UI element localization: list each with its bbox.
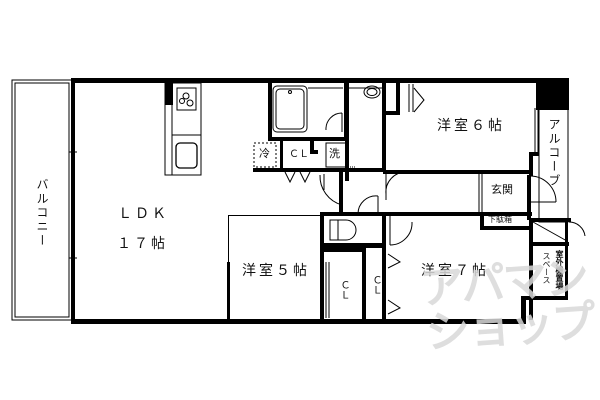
room6-walls: [529, 108, 539, 176]
interior-walls: [227, 212, 386, 321]
closet-label-3: ＣＬ: [370, 275, 381, 295]
closet-label-1: ＣＬ: [289, 149, 309, 160]
bathroom-walls: [253, 81, 400, 181]
western-room-5-label: 洋室５帖: [242, 263, 310, 279]
closet-near-kitchen: [280, 140, 318, 172]
outdoor-unit-sublabel: スペース: [542, 252, 551, 284]
corridor-walls: [320, 170, 533, 230]
bath-door: [325, 112, 343, 132]
entrance-area: [478, 172, 557, 215]
refrigerator-space: [253, 142, 277, 168]
wash-basin: [349, 85, 382, 99]
outdoor-unit-label: 室外機置場: [555, 250, 564, 290]
shoe-box-label: 下駄箱: [488, 215, 512, 224]
doors: [284, 84, 425, 315]
western-room-7-label: 洋室７帖: [421, 263, 489, 279]
closet-sliding-doors: [325, 262, 330, 318]
bathtub: [272, 85, 343, 133]
toilet: [329, 219, 357, 241]
kitchen-counter: [164, 82, 202, 176]
ldk-size-label: １７帖: [117, 236, 168, 252]
closet-label-2: ＣＬ: [338, 280, 349, 300]
balcony-label: バルコニー: [35, 178, 49, 248]
washer-label: 洗: [329, 147, 340, 160]
washer-space: [325, 142, 356, 168]
ldk-label: ＬＤＫ: [118, 206, 169, 222]
balcony-windows: [69, 150, 77, 260]
outdoor-unit-area: [529, 218, 586, 320]
entrance-label: 玄関: [491, 183, 513, 196]
western-room-6-label: 洋室６帖: [437, 118, 505, 134]
alcove-label: アルコーブ: [547, 118, 561, 188]
refrigerator-label: 冷: [259, 147, 270, 160]
